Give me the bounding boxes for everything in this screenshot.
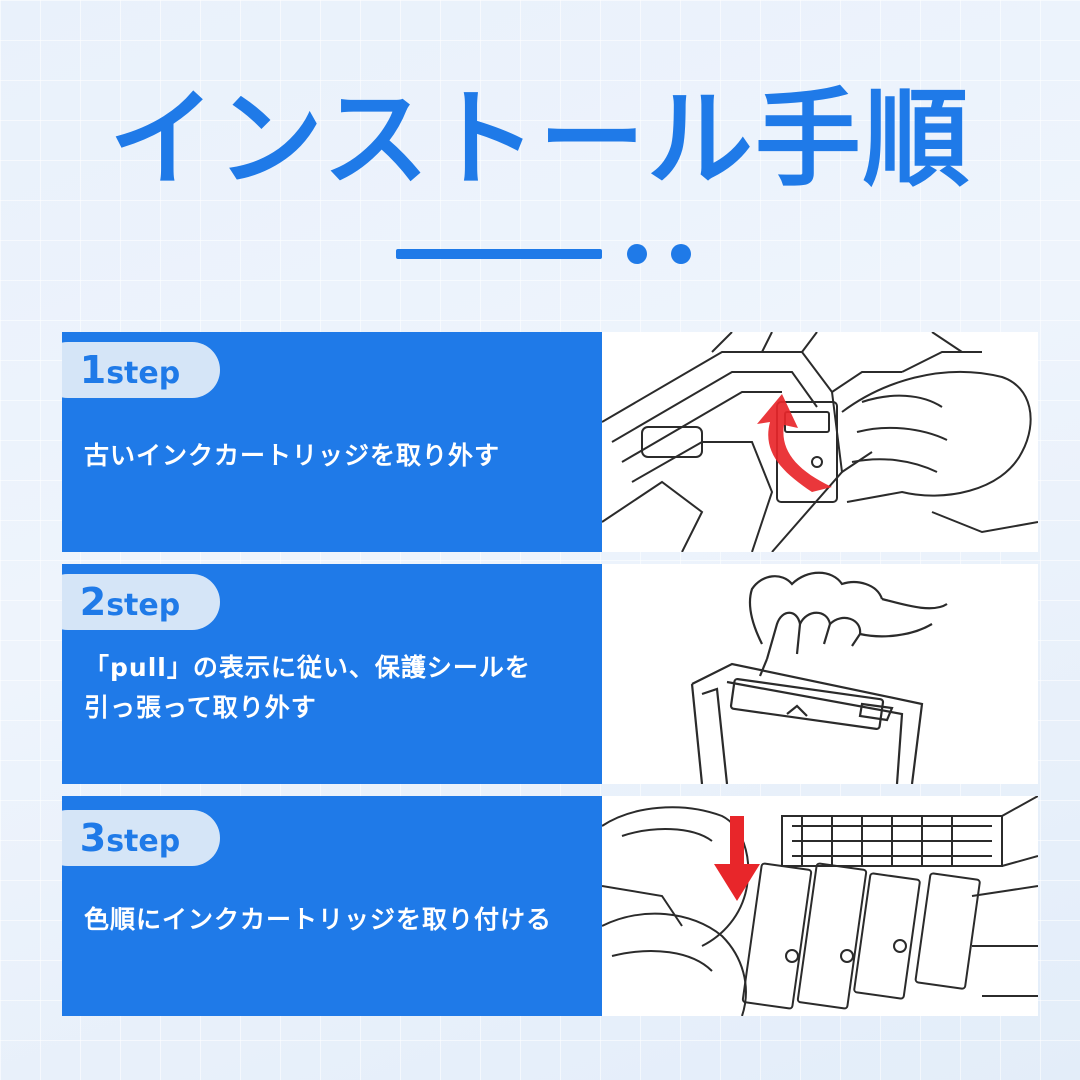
title-divider: [396, 244, 696, 264]
step-2-description: 「pull」の表示に従い、保護シールを 引っ張って取り外す: [84, 648, 531, 728]
step-2-line-1: 「pull」の表示に従い、保護シールを: [84, 653, 531, 682]
step-3-number: 3: [79, 816, 107, 860]
step-2-illustration: [602, 564, 1038, 784]
divider-dot: [627, 244, 647, 264]
divider-line: [396, 249, 602, 259]
divider-dot: [671, 244, 691, 264]
peel-seal-illustration: [690, 571, 948, 784]
step-2-line-2: 引っ張って取り外す: [84, 693, 317, 722]
step-1-word: step: [106, 356, 181, 391]
step-2-number: 2: [79, 580, 107, 624]
step-1-panel: 古いインクカートリッジを取り外す: [62, 332, 1038, 552]
red-arrow-icon: [757, 394, 832, 492]
step-3-word: step: [106, 824, 181, 859]
step-2-word: step: [106, 588, 181, 623]
red-down-arrow-icon: [714, 816, 760, 901]
step-3-description: 色順にインクカートリッジを取り付ける: [84, 900, 552, 940]
insert-cartridge-illustration: [602, 796, 1038, 1016]
step-3-panel: 色順にインクカートリッジを取り付ける: [62, 796, 1038, 1016]
remove-cartridge-illustration: [602, 332, 1038, 552]
step-1-line-1: 古いインクカートリッジを取り外す: [84, 441, 501, 470]
step-3-line-1: 色順にインクカートリッジを取り付ける: [84, 905, 553, 934]
step-2-panel: 「pull」の表示に従い、保護シールを 引っ張って取り外す: [62, 564, 1038, 784]
step-1-number: 1: [79, 348, 107, 392]
step-3-illustration: [602, 796, 1038, 1016]
page-title: インストール手順: [109, 78, 971, 201]
step-1-description: 古いインクカートリッジを取り外す: [84, 436, 500, 476]
step-1-illustration: [602, 332, 1038, 552]
